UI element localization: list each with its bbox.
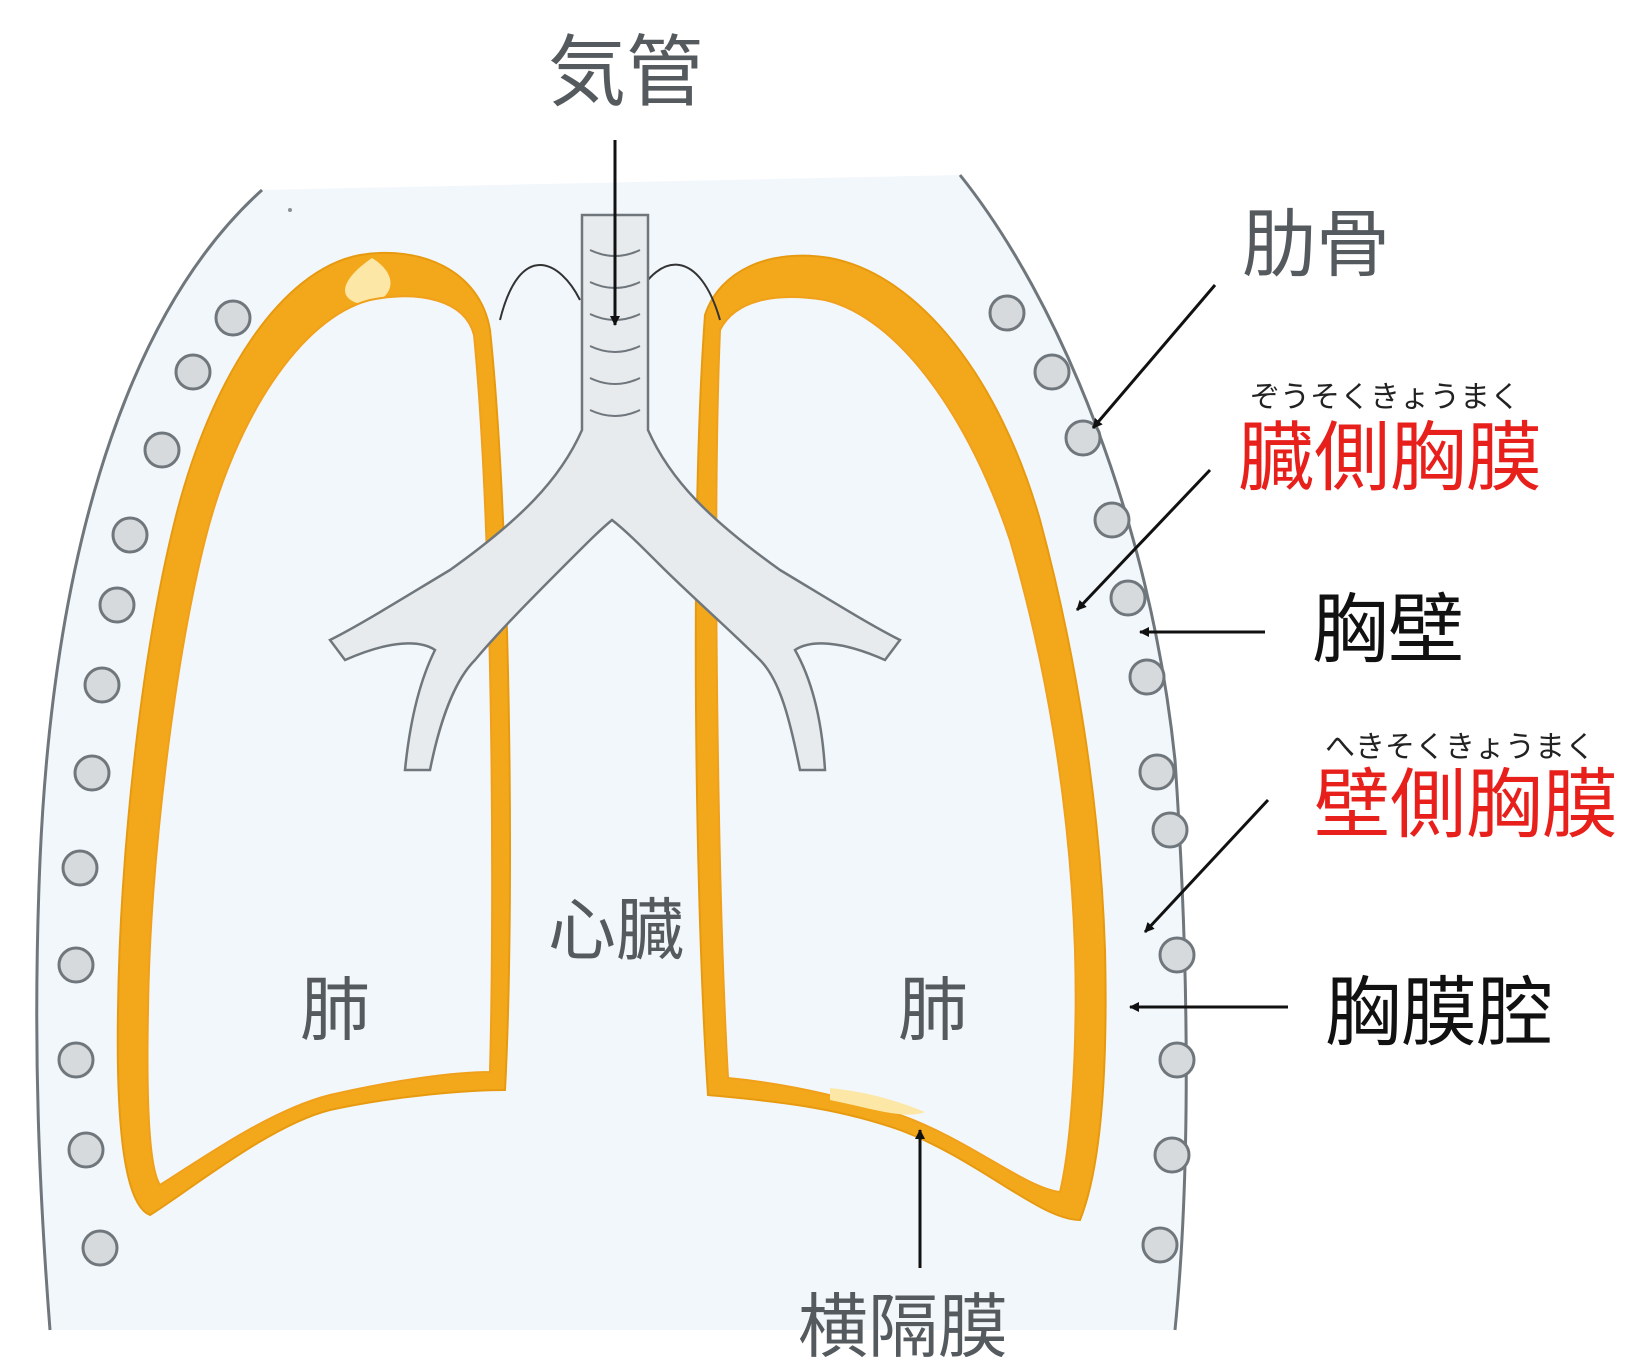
- rib-circle: [1153, 813, 1187, 847]
- rib-circle: [113, 518, 147, 552]
- visceral-pleura-label: 臓側胸膜: [1238, 420, 1542, 496]
- rib-circle: [75, 756, 109, 790]
- heart-label: 心臓: [548, 898, 684, 966]
- rib-circle: [59, 1043, 93, 1077]
- rib-circle: [1130, 660, 1164, 694]
- rib-circle: [176, 355, 210, 389]
- parietal-pleura-ruby: へきそくきょうまく: [1325, 733, 1595, 763]
- diaphragm-label: 横隔膜: [798, 1292, 1008, 1362]
- rib-circle: [1160, 1043, 1194, 1077]
- trachea-label: 気管: [548, 34, 704, 112]
- speck-dot: [288, 208, 292, 212]
- rib-circle: [69, 1133, 103, 1167]
- rib-circle: [83, 1231, 117, 1265]
- lung-right-label: 肺: [898, 975, 968, 1045]
- rib-label: 肋骨: [1242, 208, 1390, 282]
- rib-circle: [1140, 755, 1174, 789]
- rib-circle: [85, 668, 119, 702]
- rib-circle: [100, 588, 134, 622]
- rib-circle: [59, 948, 93, 982]
- parietal-pleura-label: 壁側胸膜: [1314, 767, 1618, 843]
- rib-circle: [1111, 581, 1145, 615]
- visceral-pleura-ruby: ぞうそくきょうまく: [1250, 383, 1520, 413]
- rib-circle: [63, 851, 97, 885]
- rib-circle: [145, 433, 179, 467]
- pleural-cavity-label: 胸膜腔: [1325, 975, 1553, 1051]
- rib-circle: [1160, 938, 1194, 972]
- chest-wall-label: 胸壁: [1312, 592, 1464, 668]
- rib-circle: [1143, 1228, 1177, 1262]
- rib-circle: [216, 301, 250, 335]
- rib-circle: [990, 296, 1024, 330]
- rib-circle: [1035, 355, 1069, 389]
- rib-arrow: [1093, 285, 1215, 428]
- lung-left-label: 肺: [300, 975, 370, 1045]
- rib-circle: [1095, 503, 1129, 537]
- rib-circle: [1155, 1138, 1189, 1172]
